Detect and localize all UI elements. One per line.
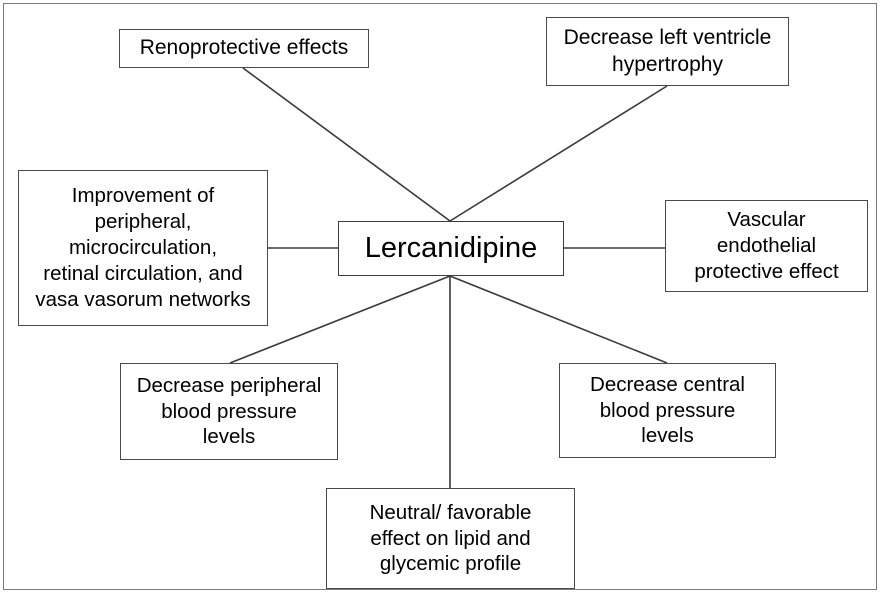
node-label: Improvement of peripheral, microcirculat… (35, 184, 251, 311)
node-label: Neutral/ favorable effect on lipid and g… (369, 500, 532, 576)
node-lercanidipine-center: Lercanidipine (338, 221, 564, 276)
node-improvement-of-circulation: Improvement of peripheral, microcirculat… (18, 170, 268, 326)
node-neutral-favorable-lipid-glycemic: Neutral/ favorable effect on lipid and g… (326, 488, 575, 589)
center-node-label: Lercanidipine (364, 232, 538, 265)
node-label: Decrease central blood pressure levels (590, 372, 745, 448)
node-decrease-left-ventricle-hypertrophy: Decrease left ventricle hypertrophy (546, 17, 789, 86)
node-decrease-peripheral-blood-pressure: Decrease peripheral blood pressure level… (120, 363, 338, 460)
node-label: Decrease peripheral blood pressure level… (136, 373, 322, 449)
node-label: Renoprotective effects (139, 36, 349, 60)
node-label: Decrease left ventricle hypertrophy (563, 26, 772, 76)
node-decrease-central-blood-pressure: Decrease central blood pressure levels (559, 363, 776, 458)
node-label: Vascular endothelial protective effect (694, 208, 839, 283)
node-vascular-endothelial-protective-effect: Vascular endothelial protective effect (665, 200, 868, 292)
node-renoprotective-effects: Renoprotective effects (119, 29, 369, 68)
diagram-outer-frame (3, 3, 877, 590)
